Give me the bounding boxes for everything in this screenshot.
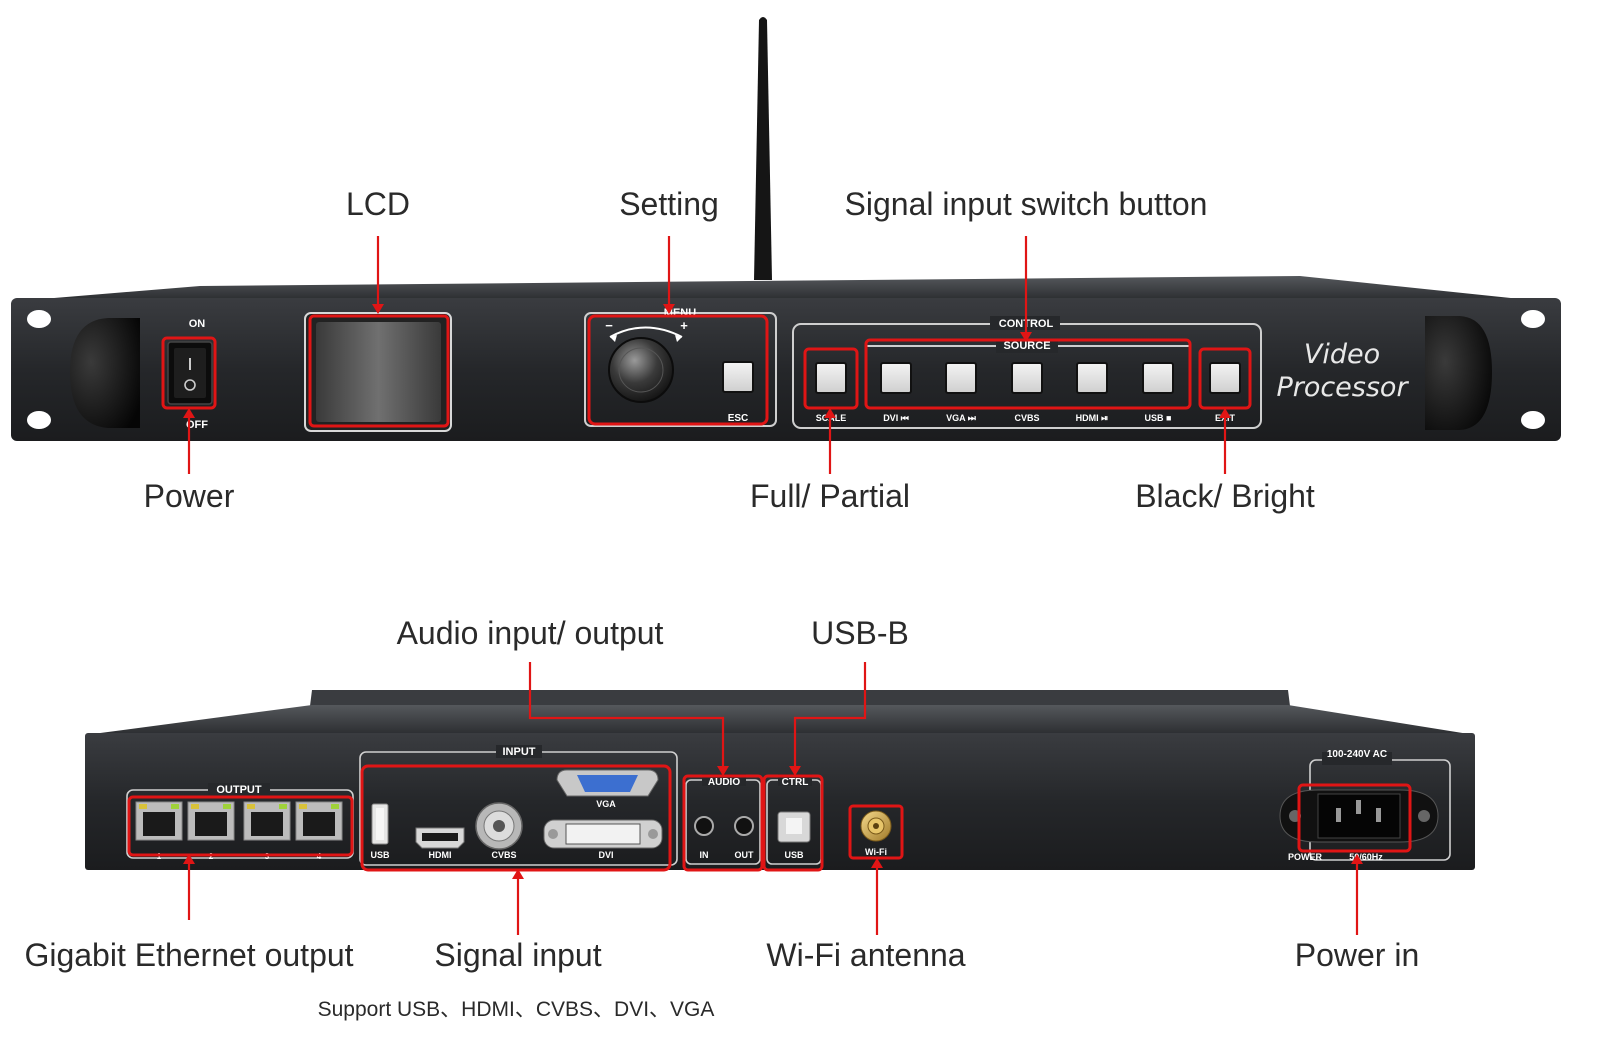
voltage-label: 100-240V AC: [1327, 749, 1387, 760]
cvbs-label: CVBS: [1014, 413, 1039, 423]
ctrl-label: CTRL: [782, 777, 809, 788]
arrow-heads: [183, 304, 1363, 879]
hdmi-port-label: HDMI: [429, 850, 452, 860]
front-panel: ON OFF MENU − + ESC CONTROL SOURCE SCALE…: [11, 17, 1561, 441]
callout-power-in: Power in: [1294, 937, 1420, 973]
highlight-input: [360, 764, 672, 872]
source-label: SOURCE: [1003, 340, 1050, 352]
dvi-port: [543, 819, 663, 849]
menu-plus: +: [680, 318, 688, 333]
callout-wifi-antenna: Wi-Fi antenna: [766, 937, 966, 973]
dvi-port-label: DVI: [598, 850, 613, 860]
dvi-label: DVI ⏮: [883, 413, 909, 423]
audio-out-label: OUT: [735, 850, 755, 860]
cvbs-bnc-port: [475, 802, 523, 850]
brand-line-1: Video: [1304, 339, 1380, 370]
vga-label: VGA ⏭: [946, 413, 977, 423]
highlight-lcd: [308, 314, 450, 428]
output-label: OUTPUT: [216, 784, 262, 796]
antenna: [754, 17, 772, 280]
highlight-ctrl: [762, 774, 824, 872]
right-handle: [1425, 316, 1492, 430]
audio-in-jack: [694, 816, 714, 836]
callout-gigabit-output: Gigabit Ethernet output: [24, 937, 354, 973]
audio-out-jack: [734, 816, 754, 836]
callout-power: Power: [143, 478, 235, 514]
leader-lines: [187, 236, 1359, 935]
usb-button: [1142, 362, 1174, 394]
highlight-setting: [587, 314, 769, 426]
hdmi-button: [1076, 362, 1108, 394]
callout-signal-input: Signal input: [434, 937, 602, 973]
wifi-sma-connector: [860, 810, 892, 842]
rear-panel: OUTPUT 1 2 3 4 INPUT USB HDMI CVBS DVI V…: [85, 690, 1475, 870]
vga-button: [945, 362, 977, 394]
left-handle: [70, 318, 140, 428]
input-label: INPUT: [503, 746, 536, 758]
power-port-label: POWER: [1288, 852, 1323, 862]
highlight-wifi: [848, 804, 904, 860]
control-buttons: [815, 362, 1241, 394]
brand-line-2: Processor: [1276, 372, 1409, 403]
exit-button: [1209, 362, 1241, 394]
callout-usb-b: USB-B: [811, 615, 909, 651]
usb-label: USB ■: [1145, 413, 1172, 423]
highlight-power-inlet: [1297, 783, 1412, 853]
highlight-ethernet: [127, 795, 354, 857]
callout-black-bright: Black/ Bright: [1135, 478, 1315, 514]
rear-chassis: [85, 733, 1475, 870]
vga-port-label: VGA: [596, 799, 616, 809]
ctrl-usb-label: USB: [784, 850, 804, 860]
callout-full-partial: Full/ Partial: [749, 478, 911, 514]
ethernet-ports: [135, 801, 343, 841]
cvbs-port-label: CVBS: [491, 850, 516, 860]
hdmi-label: HDMI ⏯: [1076, 413, 1109, 423]
callout-lcd: LCD: [345, 186, 411, 222]
esc-label: ESC: [728, 413, 749, 424]
cvbs-button: [1011, 362, 1043, 394]
audio-label: AUDIO: [708, 777, 740, 788]
dvi-button: [880, 362, 912, 394]
highlight-source: [864, 338, 1192, 410]
menu-knob: [608, 337, 674, 403]
switch-off-label: OFF: [186, 419, 208, 431]
menu-minus: −: [605, 318, 613, 333]
lcd-screen: [316, 322, 441, 422]
switch-on-label: ON: [189, 318, 206, 330]
iec-power-inlet: [1317, 793, 1401, 839]
frequency-label: 50/60Hz: [1349, 852, 1383, 862]
signal-input-note: Support USB、HDMI、CVBS、DVI、VGA: [317, 998, 715, 1021]
esc-button: [722, 361, 754, 393]
wifi-label: Wi-Fi: [865, 847, 887, 857]
scale-button: [815, 362, 847, 394]
callout-audio-io: Audio input/ output: [396, 615, 664, 651]
highlight-scale: [803, 347, 859, 410]
audio-in-label: IN: [700, 850, 709, 860]
vga-port: [556, 769, 659, 797]
usb-a-label: USB: [370, 850, 390, 860]
callout-signal-switch: Signal input switch button: [844, 186, 1208, 222]
callout-setting: Setting: [619, 186, 719, 222]
